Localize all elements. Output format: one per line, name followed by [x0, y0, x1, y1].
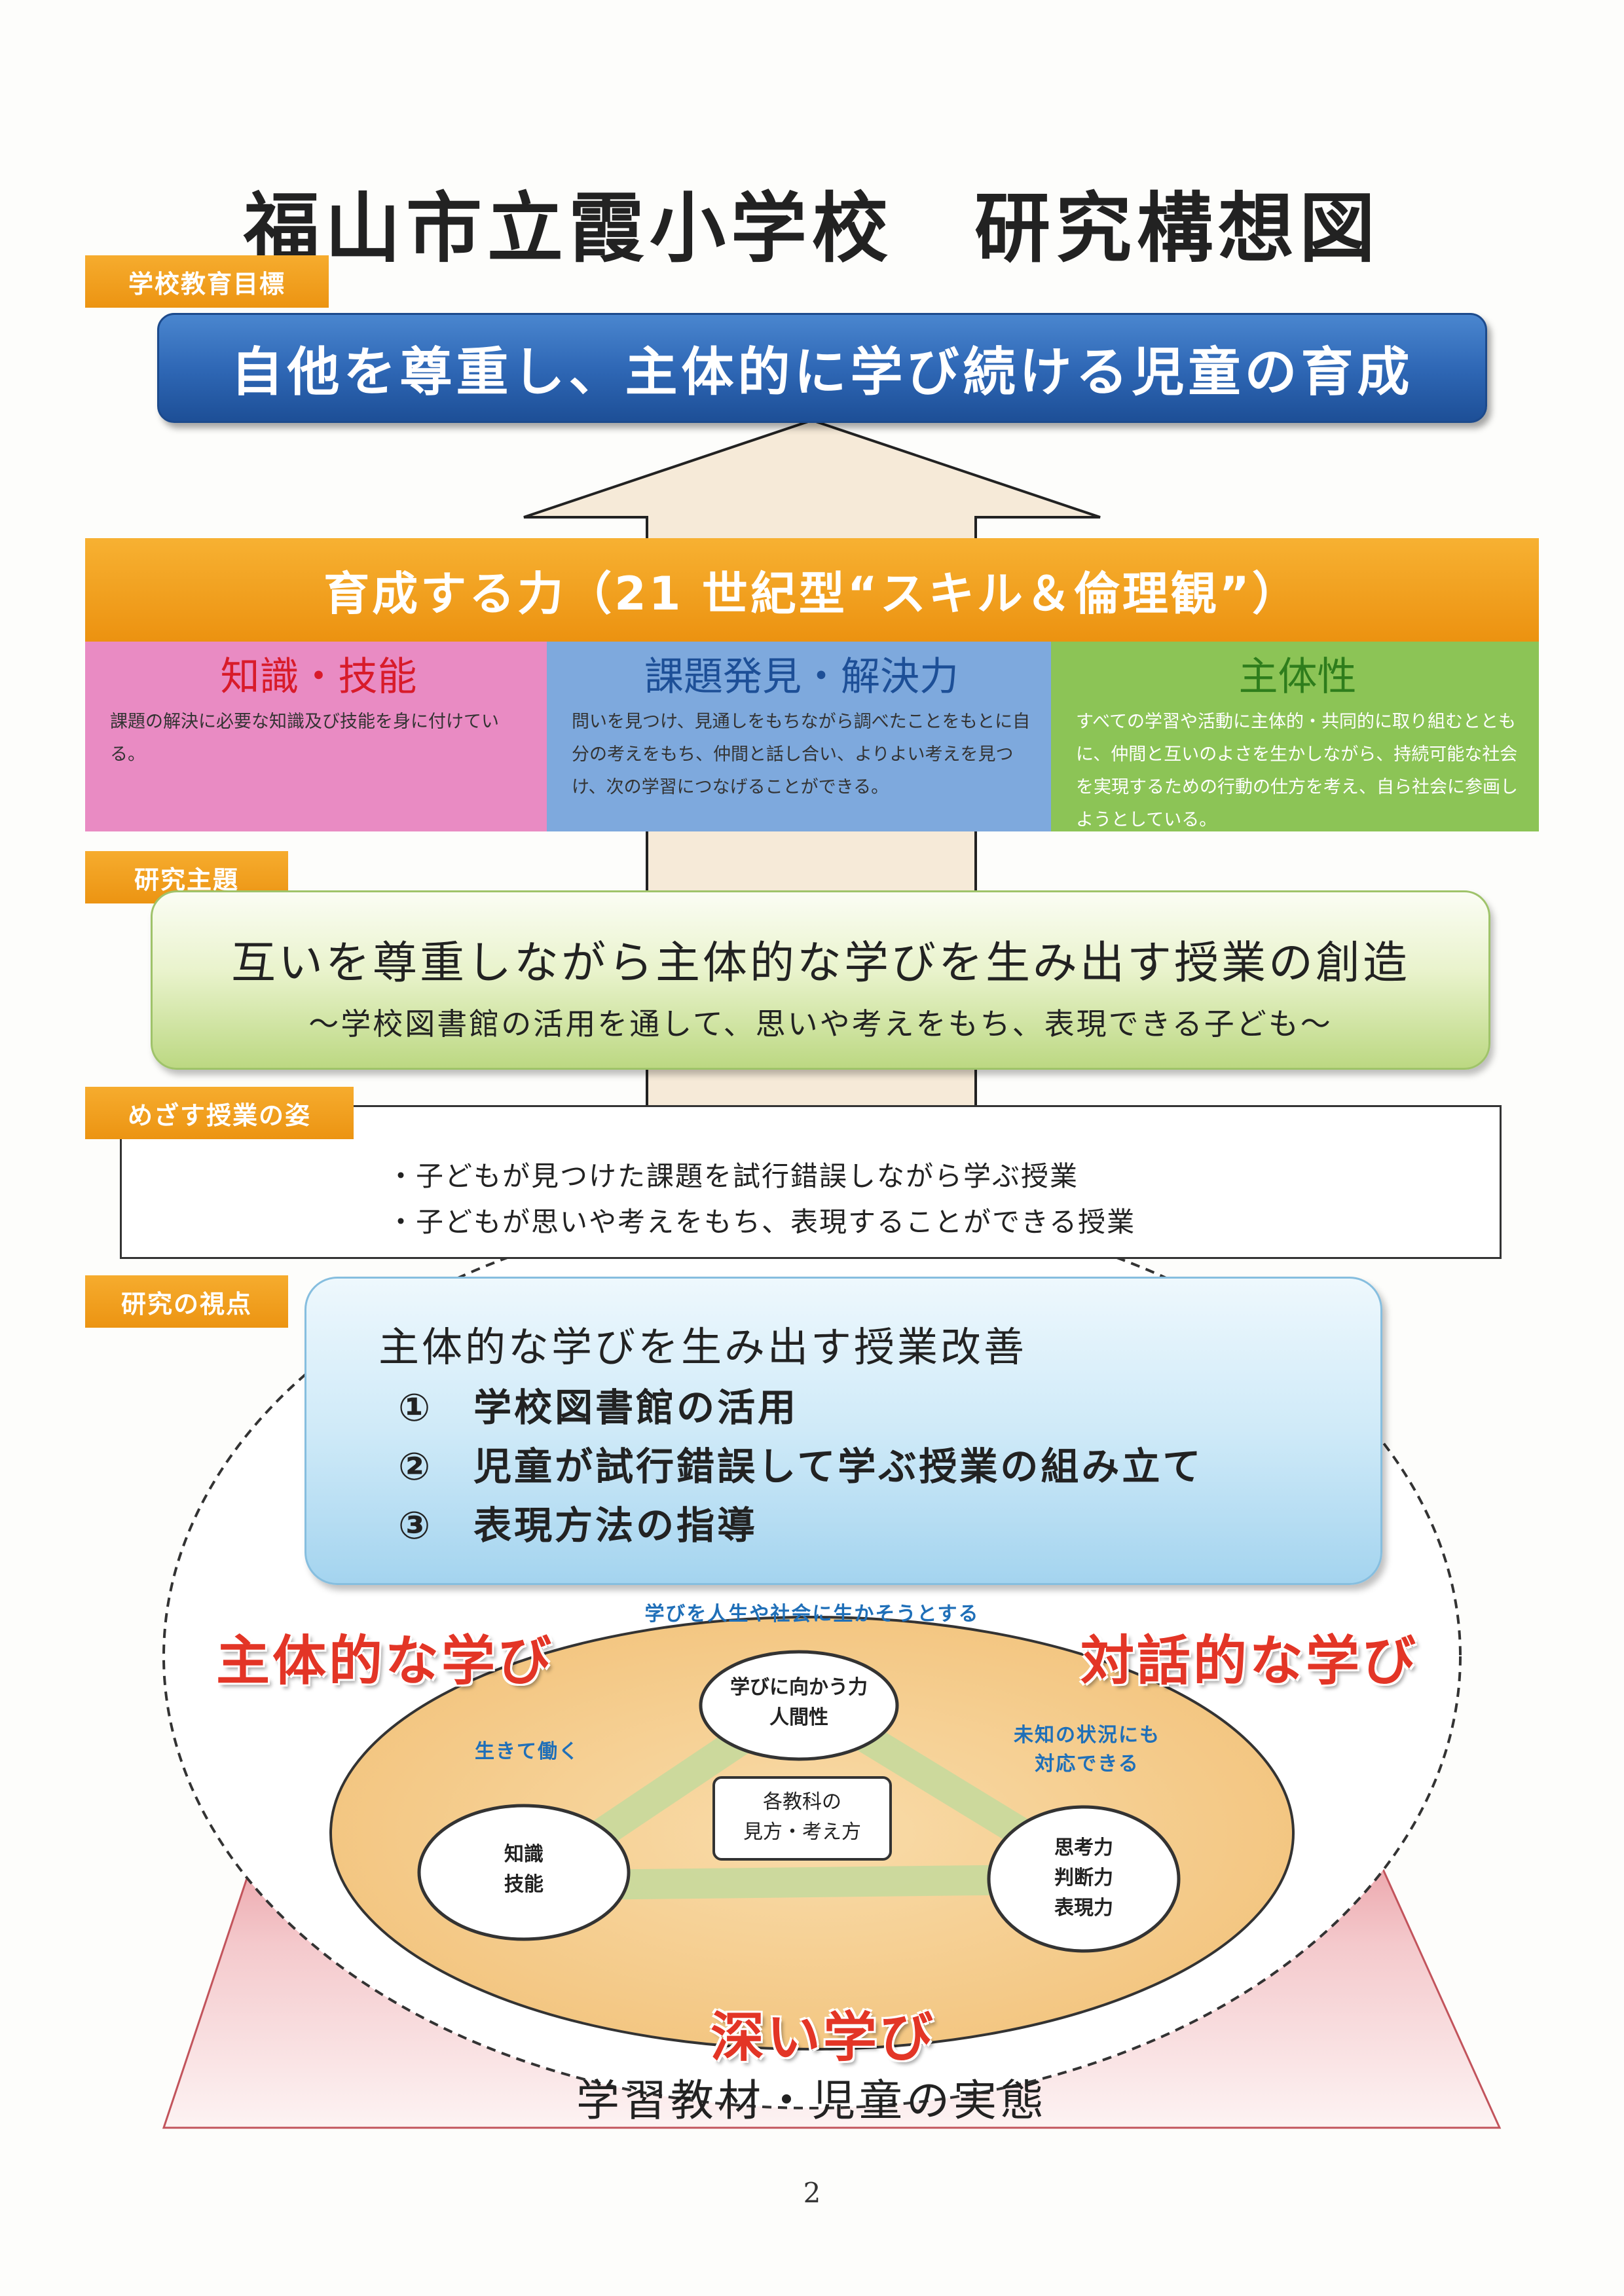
edge-label-right-line: 対応できる — [1035, 1753, 1139, 1776]
page-title: 福山市立霞小学校 研究構想図 — [244, 185, 1380, 273]
skill-title: 主体性 — [1238, 654, 1357, 700]
skill-title: 課題発見・解決力 — [644, 654, 959, 700]
viewpoint-item: ③ 表現方法の指導 — [398, 1503, 758, 1548]
research-theme-sub: ～学校図書館の活用を通して、思いや考えをもち、表現できる子ども～ — [308, 1006, 1333, 1042]
deep-learning-label: 深い学び — [710, 2007, 936, 2069]
edge-label-left: 生きて働く — [475, 1740, 580, 1763]
center-box-label: 各教科の 見方・考え方 — [714, 1787, 891, 1848]
school-goal-banner: 自他を尊重し、主体的に学び続ける児童の育成 — [157, 313, 1487, 423]
school-goal-tag: 学校教育目標 — [85, 255, 329, 308]
center-line: 見方・考え方 — [743, 1821, 861, 1844]
proactive-learning-label: 主体的な学び — [216, 1630, 555, 1692]
page-number: 2 — [803, 2177, 821, 2209]
foundation-label: 学習教材・児童の実態 — [576, 2075, 1048, 2126]
node-right-line: 表現力 — [1054, 1897, 1113, 1920]
node-top-circle — [699, 1650, 899, 1761]
skill-title: 知識・技能 — [220, 654, 417, 700]
edge-label-top: 学びを人生や社会に生かそうとする — [644, 1603, 980, 1626]
dialogic-learning-label: 対話的な学び — [1080, 1630, 1419, 1692]
aim-lessons-tag: めざす授業の姿 — [85, 1087, 354, 1139]
edge-label-right-line: 未知の状況にも — [1014, 1724, 1160, 1747]
node-right-line: 思考力 — [1054, 1836, 1113, 1859]
skill-body: 課題の解決に必要な知識及び技能を身に付けている。 — [110, 712, 499, 765]
research-viewpoint-tag: 研究の視点 — [85, 1275, 288, 1328]
skill-body: すべての学習や活動に主体的・共同的に取り組むとともに、仲間と互いのよさを生かしな… — [1076, 712, 1518, 830]
viewpoint-title: 主体的な学びを生み出す授業改善 — [378, 1323, 1027, 1371]
node-right-circle — [987, 1805, 1181, 1953]
node-top-line: 人間性 — [769, 1706, 828, 1729]
skill-column-knowledge: 知識・技能 課題の解決に必要な知識及び技能を身に付けている。 — [85, 642, 547, 831]
aim-lesson-item: ・子どもが見つけた課題を試行錯誤しながら学ぶ授業 — [387, 1160, 1079, 1192]
research-theme-box: 互いを尊重しながら主体的な学びを生み出す授業の創造 ～学校図書館の活用を通して、… — [151, 890, 1490, 1070]
triangle-connector — [509, 1684, 1112, 1901]
node-right-label: 思考力 判断力 表現力 — [989, 1833, 1179, 1923]
center-line: 各教科の — [763, 1791, 841, 1813]
node-top-line: 学びに向かう力 — [730, 1676, 868, 1699]
node-left-line: 技能 — [504, 1873, 544, 1896]
node-right-line: 判断力 — [1054, 1867, 1113, 1889]
node-left-label: 知識 技能 — [426, 1840, 622, 1900]
node-top-label: 学びに向かう力 人間性 — [701, 1673, 897, 1733]
viewpoint-item: ① 学校図書館の活用 — [398, 1385, 799, 1430]
aim-lesson-item: ・子どもが思いや考えをもち、表現することができる授業 — [387, 1206, 1136, 1238]
node-left-circle — [417, 1804, 631, 1941]
center-box — [712, 1776, 892, 1861]
skill-body: 問いを見つけ、見通しをもちながら調べたことをもとに自分の考えをもち、仲間と話し合… — [572, 712, 1031, 797]
edge-label-right: 未知の状況にも 対応できる — [982, 1719, 1192, 1776]
viewpoint-item: ② 児童が試行錯誤して学ぶ授業の組み立て — [398, 1444, 1204, 1489]
research-viewpoint-box: 主体的な学びを生み出す授業改善 ① 学校図書館の活用 ② 児童が試行錯誤して学ぶ… — [304, 1277, 1382, 1585]
skill-column-problem-solving: 課題発見・解決力 問いを見つけ、見通しをもちながら調べたことをもとに自分の考えを… — [547, 642, 1051, 831]
research-theme-main: 互いを尊重しながら主体的な学びを生み出す授業の創造 — [231, 938, 1410, 989]
node-left-line: 知識 — [504, 1843, 544, 1866]
skills-header: 育成する力（21 世紀型“スキル＆倫理観”） — [85, 538, 1539, 642]
skill-column-independence: 主体性 すべての学習や活動に主体的・共同的に取り組むとともに、仲間と互いのよさを… — [1051, 642, 1539, 831]
